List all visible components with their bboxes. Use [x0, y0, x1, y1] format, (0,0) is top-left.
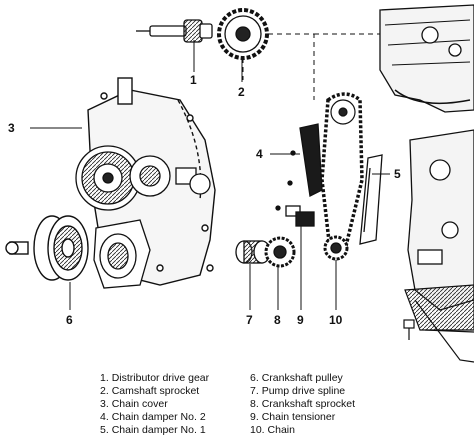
callout-6: 6: [66, 313, 73, 327]
camshaft-sprocket: [217, 8, 269, 60]
legend-item: 5. Chain damper No. 1: [100, 424, 206, 437]
legend-num: 10.: [250, 424, 265, 436]
legend-label: Camshaft sprocket: [111, 385, 200, 397]
alignment-lines: [242, 33, 380, 100]
legend-num: 1.: [100, 372, 109, 384]
engine-block: [379, 4, 474, 363]
crankshaft-pulley: [5, 215, 89, 281]
legend-item: 1. Distributor drive gear: [100, 372, 209, 385]
legend-label: Pump drive spline: [261, 385, 346, 397]
legend-num: 2.: [100, 385, 109, 397]
legend-item: 2. Camshaft sprocket: [100, 385, 199, 398]
callout-3: 3: [8, 121, 15, 135]
callout-7: 7: [246, 313, 253, 327]
chain-damper-no1: [359, 154, 383, 245]
legend-num: 8.: [250, 398, 259, 410]
legend-label: Chain cover: [111, 398, 168, 410]
callout-1: 1: [190, 73, 197, 87]
legend-item: 6. Crankshaft pulley: [250, 372, 343, 385]
legend-item: 4. Chain damper No. 2: [100, 411, 206, 424]
callout-10: 10: [329, 313, 343, 327]
legend-num: 5.: [100, 424, 109, 436]
legend-item: 10. Chain: [250, 424, 295, 437]
legend-num: 3.: [100, 398, 109, 410]
legend-num: 6.: [250, 372, 259, 384]
legend-num: 7.: [250, 385, 259, 397]
callout-2: 2: [238, 85, 245, 99]
legend-label: Crankshaft sprocket: [261, 398, 356, 410]
legend-label: Chain damper No. 1: [111, 424, 206, 436]
legend-label: Chain damper No. 2: [111, 411, 206, 423]
crankshaft-sprocket-small: [323, 235, 349, 261]
legend-item: 9. Chain tensioner: [250, 411, 335, 424]
legend-item: 8. Crankshaft sprocket: [250, 398, 355, 411]
pump-drive-spline: [235, 240, 271, 264]
distributor-drive-gear: [136, 19, 213, 43]
oil-pump-assembly: [93, 219, 151, 289]
legend-item: 3. Chain cover: [100, 398, 168, 411]
legend-label: Chain tensioner: [261, 411, 336, 423]
water-pump-hub: [75, 145, 211, 211]
parts-legend: 1. Distributor drive gear 2. Camshaft sp…: [100, 372, 470, 436]
leader-lines: [30, 40, 390, 310]
oil-pan-bolt: [403, 319, 415, 340]
chain-damper-no2: [287, 123, 323, 197]
callout-5: 5: [394, 167, 401, 181]
callout-8: 8: [274, 313, 281, 327]
chain-tensioner: [275, 205, 315, 227]
callout-9: 9: [297, 313, 304, 327]
crankshaft-sprocket: [264, 236, 296, 268]
chain-sprocket-upper: [330, 99, 356, 125]
legend-label: Chain: [267, 424, 295, 436]
legend-num: 9.: [250, 411, 259, 423]
legend-num: 4.: [100, 411, 109, 423]
legend-label: Distributor drive gear: [111, 372, 210, 384]
legend-label: Crankshaft pulley: [261, 372, 343, 384]
callout-4: 4: [256, 147, 263, 161]
legend-item: 7. Pump drive spline: [250, 385, 345, 398]
